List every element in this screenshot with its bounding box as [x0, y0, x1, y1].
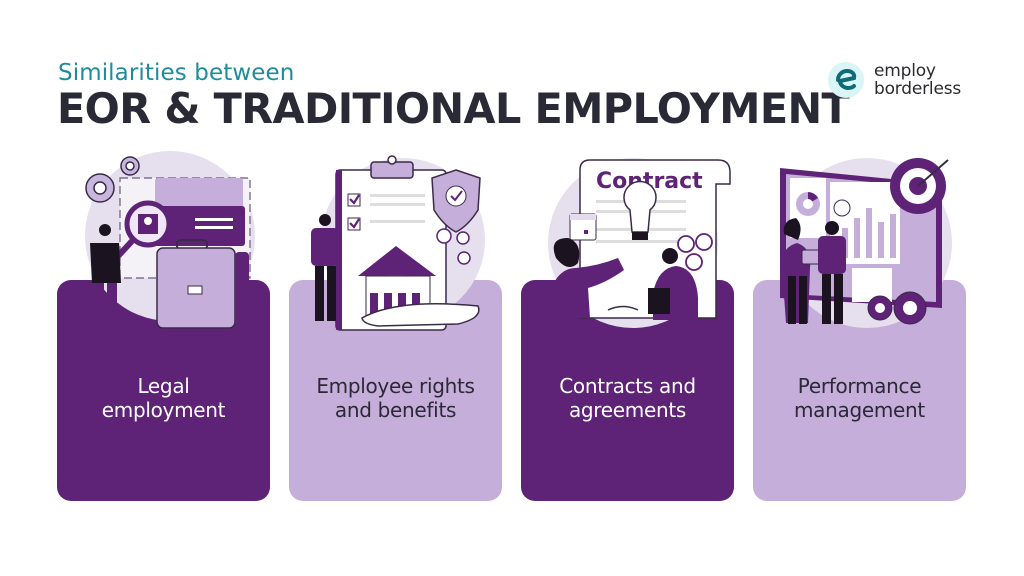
- card-label-line-2: employment: [101, 398, 226, 422]
- clipboard-house-shield-illustration: [311, 155, 485, 331]
- brand-logo: employ borderless: [828, 62, 961, 98]
- card-label-line-1: Legal: [137, 374, 190, 398]
- card-label: Legal employment: [57, 374, 270, 422]
- page-title: EOR & TRADITIONAL EMPLOYMENT: [57, 84, 850, 133]
- card-label-line-2: management: [794, 398, 925, 422]
- card-label-line-1: Employee rights: [316, 374, 475, 398]
- card-label-line-1: Performance: [797, 374, 922, 398]
- subtitle: Similarities between: [58, 60, 295, 86]
- logo-line-2: borderless: [874, 79, 962, 99]
- logo-wordmark: employ borderless: [874, 62, 961, 98]
- card-label-line-1: Contracts and: [559, 374, 696, 398]
- card-label: Performance management: [753, 374, 966, 422]
- card-label-line-2: and benefits: [334, 398, 457, 422]
- dashboard-target-gears-illustration: [780, 158, 952, 328]
- card-label: Contracts and agreements: [521, 374, 734, 422]
- contract-handshake-lightbulb-illustration: Contract: [548, 158, 731, 328]
- card-label-line-2: agreements: [568, 398, 687, 422]
- magnifier-id-card-briefcase-illustration: [85, 151, 255, 329]
- employ-borderless-e-icon: [828, 62, 864, 98]
- card-label: Employee rights and benefits: [289, 374, 502, 422]
- logo-line-1: employ: [874, 61, 936, 81]
